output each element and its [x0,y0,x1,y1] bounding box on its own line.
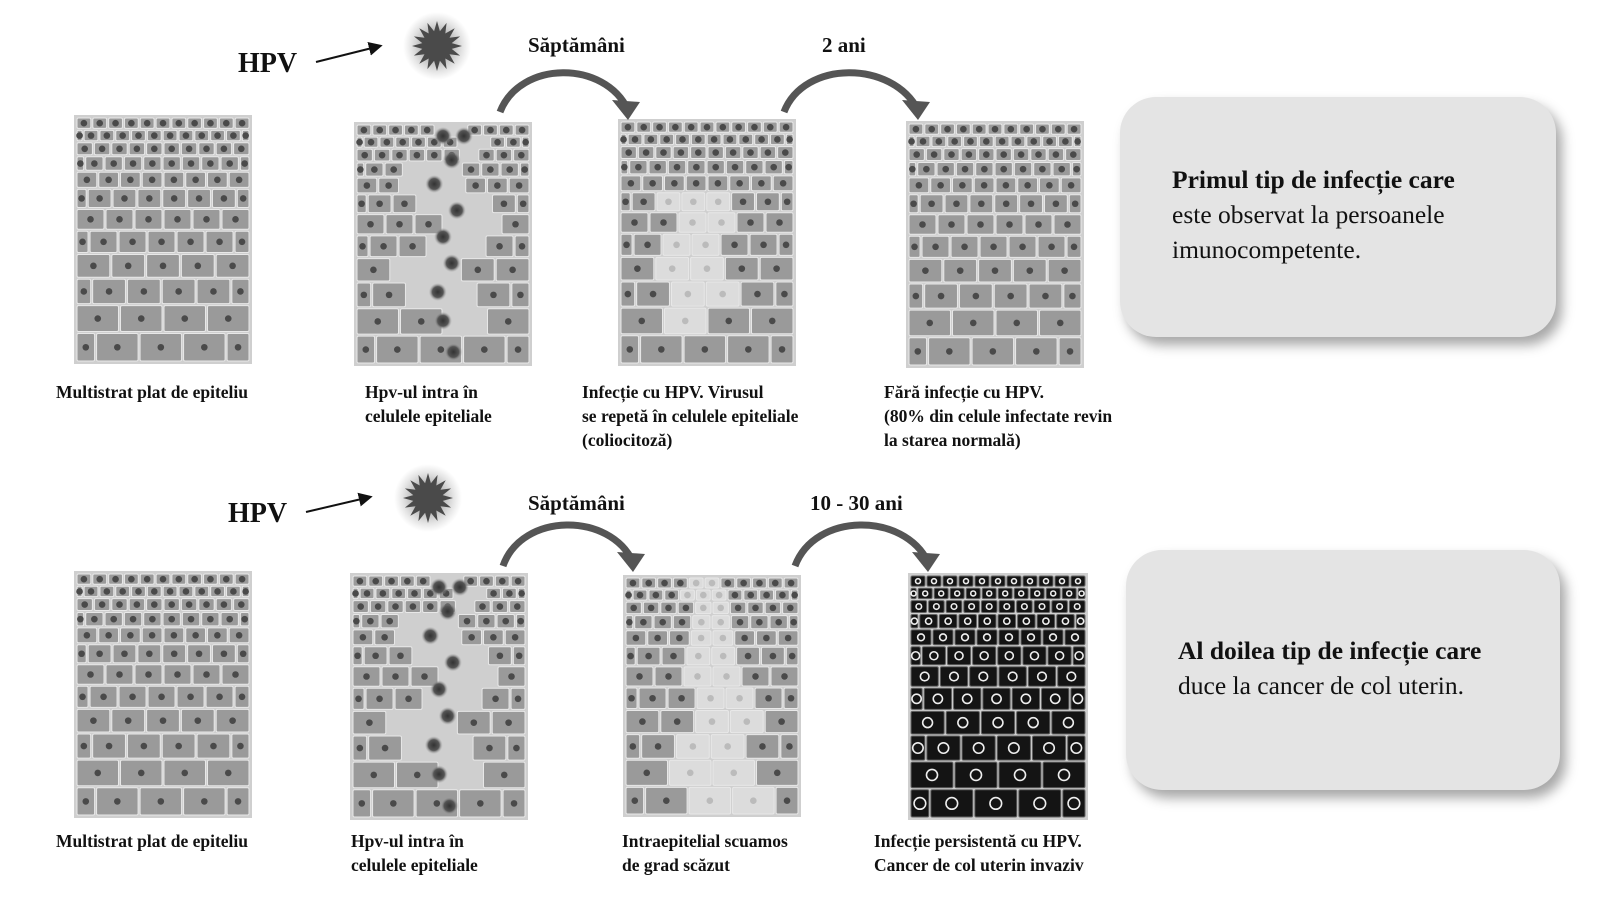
epithelium-normal [74,115,252,364]
period-label-years: 2 ani [822,33,866,58]
epithelium-koilocytosis [618,119,796,366]
hpv-label: HPV [238,48,297,80]
caption-stage-4: Fără infecție cu HPV. (80% din celule in… [884,380,1112,452]
curved-arrow [500,73,628,112]
period-label-weeks: Săptămâni [528,33,625,58]
curved-arrow [795,525,928,566]
info-box-second-type-text: Al doilea tip de infecție care duce la c… [1178,633,1558,703]
virus-icon [394,464,462,532]
period-label-weeks: Săptămâni [528,491,625,516]
epithelium-normal [74,571,252,818]
curved-arrow-head [612,100,640,120]
hpv-arrow-2 [306,497,370,512]
info-box-first-type-text: Primul tip de infecție care este observa… [1172,162,1552,267]
caption-stage-3: Infecție cu HPV. Virusul se repetă în ce… [582,380,798,452]
info-box-title: Al doilea tip de infecție care [1178,636,1481,665]
info-box-title: Primul tip de infecție care [1172,165,1455,194]
curved-arrow-head [617,552,645,572]
epithelium-recovered [906,121,1084,368]
caption-stage-4: Infecție persistentă cu HPV. Cancer de c… [874,829,1084,877]
caption-stage-2: Hpv-ul intra în celulele epiteliale [365,380,492,428]
caption-stage-1: Multistrat plat de epiteliu [56,829,248,853]
virus-icon [403,12,471,80]
caption-stage-1: Multistrat plat de epiteliu [56,380,248,404]
caption-stage-3: Intraepitelial scuamos de grad scăzut [622,829,788,877]
epithelium-hpv-entry [354,122,532,366]
curved-arrow-head [912,552,940,572]
period-label-years: 10 - 30 ani [810,491,903,516]
hpv-label: HPV [228,498,287,530]
hpv-arrow-1 [316,46,380,62]
curved-arrow [784,73,918,112]
curved-arrow [503,525,633,566]
curved-arrow-head [902,100,930,120]
epithelium-hpv-entry [350,573,528,820]
epithelium-lsil [623,575,801,817]
epithelium-invasive-cancer [908,573,1088,820]
caption-stage-2: Hpv-ul intra în celulele epiteliale [351,829,478,877]
